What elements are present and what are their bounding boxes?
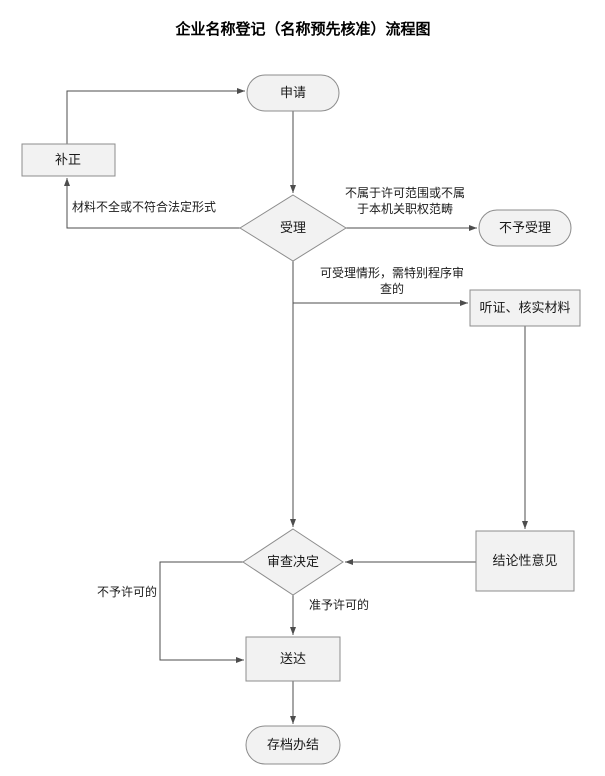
node-not-accepted-label: 不予受理: [499, 220, 551, 235]
node-hearing-verify: 听证、核实材料: [469, 289, 581, 327]
node-acceptance-label: 受理: [280, 220, 306, 235]
node-apply-shape: [246, 74, 340, 112]
node-conclusive-opinion-label: 结论性意见: [492, 553, 557, 568]
node-acceptance: 受理: [239, 194, 347, 262]
node-conclusive-opinion: 结论性意见: [475, 530, 575, 592]
node-correction-shape: [21, 143, 116, 177]
node-review-decision-label: 审查决定: [267, 554, 319, 569]
label-not-permitted: 不予许可的: [97, 584, 157, 599]
node-conclusive-opinion-shape: [475, 530, 575, 592]
node-archive-close-label: 存档办结: [267, 737, 319, 752]
label-permitted: 准予许可的: [309, 597, 369, 612]
label-special-procedure-line1: 可受理情形，需特别程序审: [320, 265, 464, 280]
node-review-decision: 审查决定: [242, 528, 344, 596]
node-hearing-verify-shape: [469, 289, 581, 327]
label-out-of-scope-line2: 于本机关职权范畴: [357, 202, 453, 216]
node-archive-close: 存档办结: [245, 725, 341, 765]
node-acceptance-shape: [239, 194, 347, 262]
edge-labels: 材料不全或不符合法定形式 不属于许可范围或不属 于本机关职权范畴 可受理情形，需…: [72, 186, 465, 612]
node-not-accepted-shape: [478, 209, 572, 247]
node-apply-label: 申请: [280, 85, 306, 100]
node-delivery: 送达: [245, 636, 341, 682]
edge-correction-to-apply: [66, 88, 245, 144]
node-correction: 补正: [21, 143, 116, 177]
node-delivery-shape: [245, 636, 341, 682]
edge-acceptance-to-correction: [64, 178, 240, 229]
label-out-of-scope-line1: 不属于许可范围或不属: [345, 186, 465, 200]
node-apply: 申请: [246, 74, 340, 112]
node-not-accepted: 不予受理: [478, 209, 572, 247]
node-archive-close-shape: [245, 725, 341, 765]
label-materials-incomplete: 材料不全或不符合法定形式: [72, 199, 216, 214]
edges: [64, 88, 528, 724]
page-title: 企业名称登记（名称预先核准）流程图: [174, 20, 430, 38]
node-correction-label: 补正: [55, 152, 81, 167]
node-hearing-verify-label: 听证、核实材料: [479, 300, 570, 315]
label-special-procedure-line2: 查的: [380, 281, 404, 296]
edge-review-decision-not-permitted-to-delivery: [159, 561, 244, 663]
node-review-decision-shape: [242, 528, 344, 596]
node-delivery-label: 送达: [280, 651, 306, 666]
nodes: 申请 补正 受理 不予受理 听证、核实材料 审查决定 结论性意见: [21, 74, 581, 765]
